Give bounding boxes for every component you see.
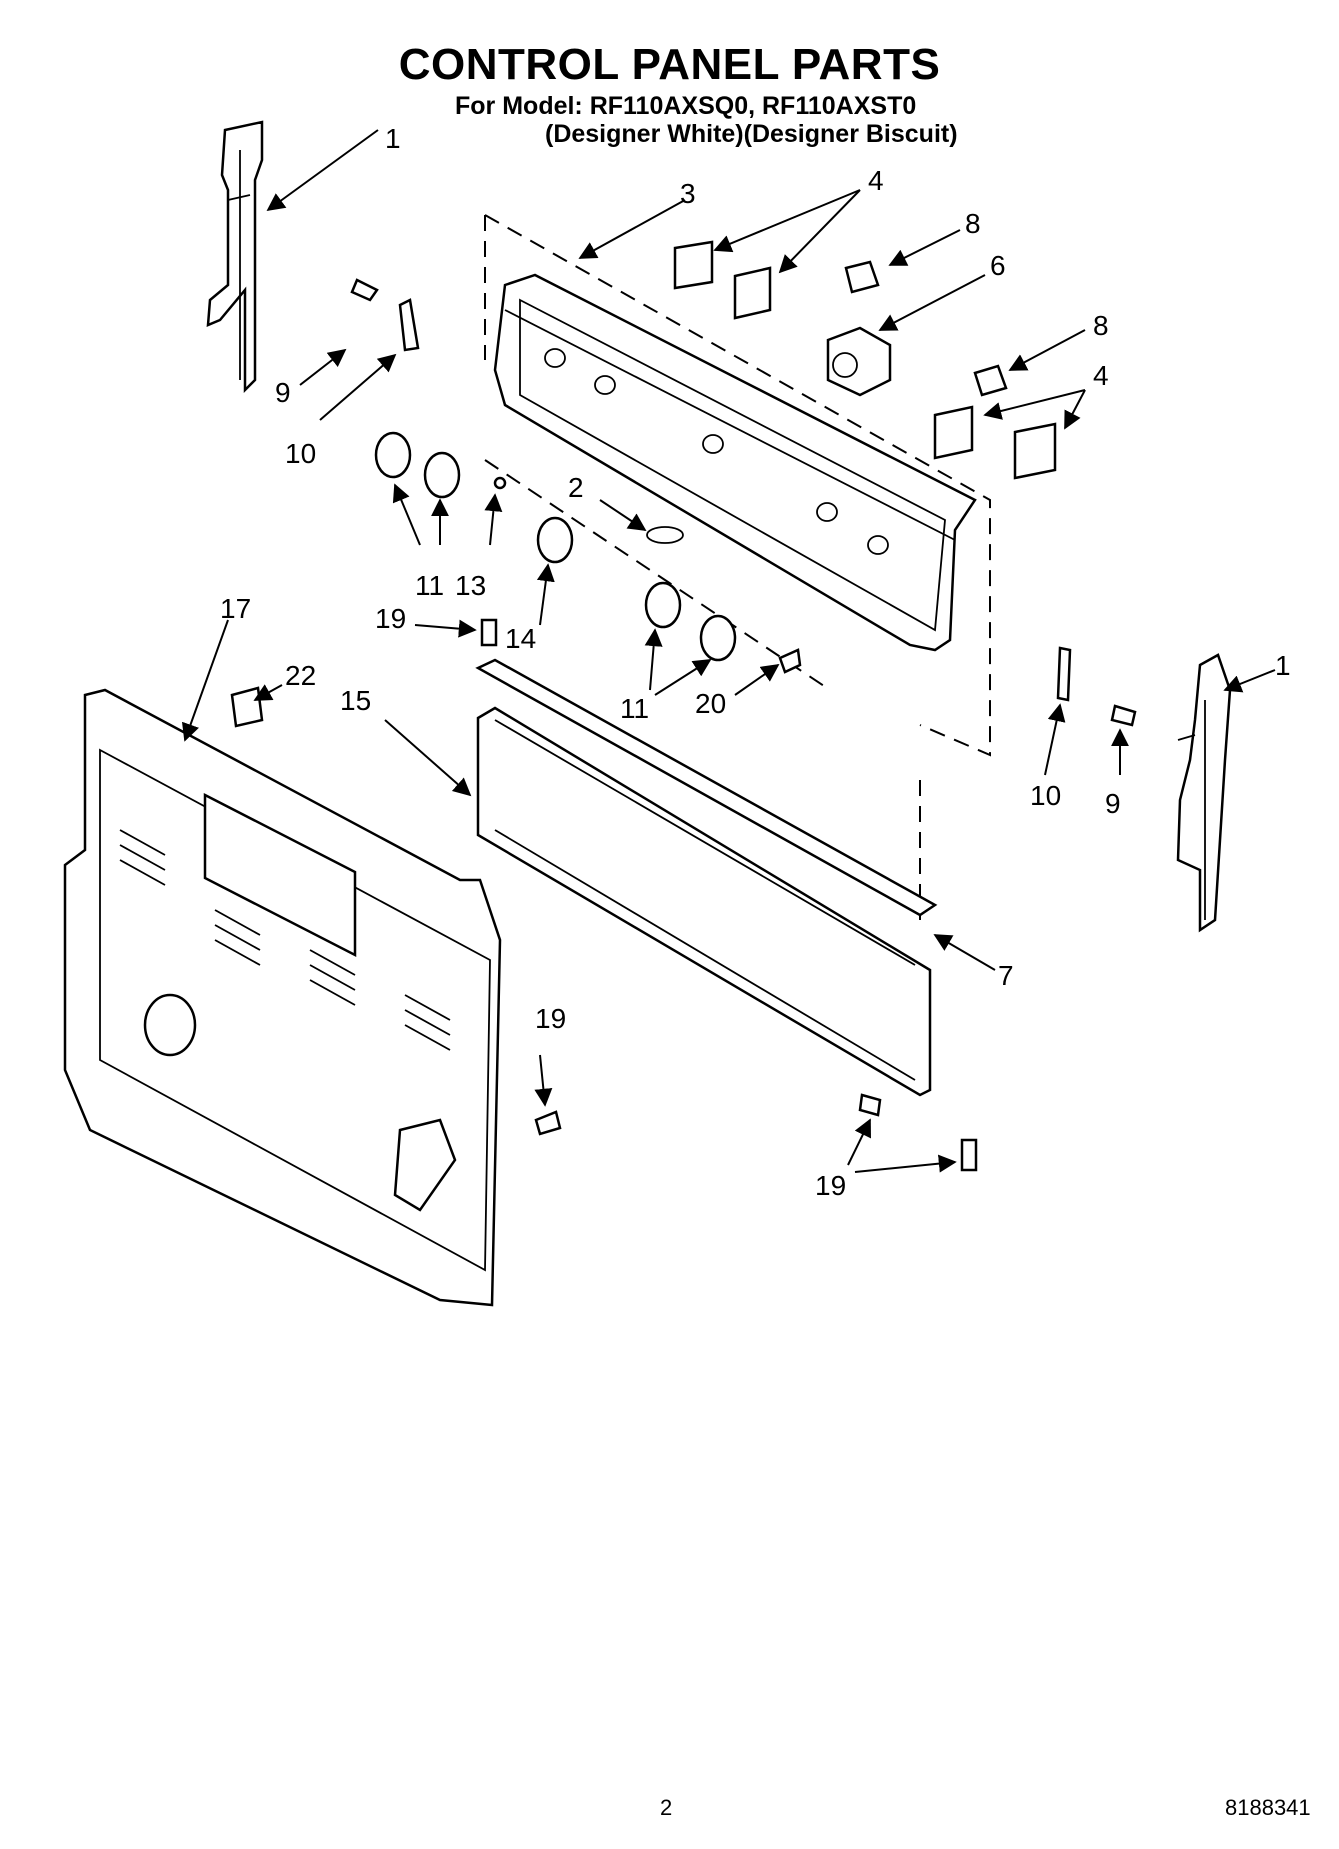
callout-19-mid: 19 xyxy=(535,1003,566,1034)
callout-14: 14 xyxy=(505,623,536,654)
callout-9-right: 9 xyxy=(1105,788,1121,819)
knobs xyxy=(374,431,737,662)
callout-8-top: 8 xyxy=(965,208,981,239)
callout-4-top: 4 xyxy=(868,165,884,196)
callout-10-right: 10 xyxy=(1030,780,1061,811)
page-title: CONTROL PANEL PARTS xyxy=(398,40,941,89)
variant-line: (Designer White)(Designer Biscuit) xyxy=(545,120,958,148)
callout-8-right: 8 xyxy=(1093,310,1109,341)
callout-3: 3 xyxy=(680,178,696,209)
callout-9-left: 9 xyxy=(275,377,291,408)
control-panel xyxy=(493,273,977,652)
callout-11-left: 11 xyxy=(415,570,444,601)
callout-1-right: 1 xyxy=(1275,650,1291,681)
callout-17: 17 xyxy=(220,593,251,624)
callout-6: 6 xyxy=(990,250,1006,281)
callout-22: 22 xyxy=(285,660,316,691)
timer-module xyxy=(826,326,892,397)
callout-7: 7 xyxy=(998,960,1014,991)
switch-blocks xyxy=(673,240,1057,480)
callout-15: 15 xyxy=(340,685,371,716)
callout-2: 2 xyxy=(568,472,584,503)
leader-lines xyxy=(181,129,1276,1173)
callout-19-top: 19 xyxy=(375,603,406,634)
callout-20: 20 xyxy=(695,688,726,719)
callout-13: 13 xyxy=(455,570,486,601)
callout-10-left: 10 xyxy=(285,438,316,469)
side-bracket-right xyxy=(1176,653,1232,933)
side-bracket-left xyxy=(206,120,264,394)
rear-panel xyxy=(63,686,502,1307)
callout-4-right: 4 xyxy=(1093,360,1109,391)
screws xyxy=(350,278,1137,1172)
callout-19-bottom: 19 xyxy=(815,1170,846,1201)
callout-1-left: 1 xyxy=(385,123,401,154)
callout-11-right: 11 xyxy=(620,693,649,724)
document-number: 8188341 xyxy=(1225,1795,1311,1820)
trim-strip xyxy=(475,658,938,1097)
model-line: For Model: RF110AXSQ0, RF110AXST0 xyxy=(455,92,917,120)
indicator-lights xyxy=(844,260,1008,397)
callout-labels: 1 3 4 8 6 8 4 9 10 2 11 13 14 19 17 22 1… xyxy=(220,123,1291,1201)
page-number: 2 xyxy=(660,1795,673,1820)
